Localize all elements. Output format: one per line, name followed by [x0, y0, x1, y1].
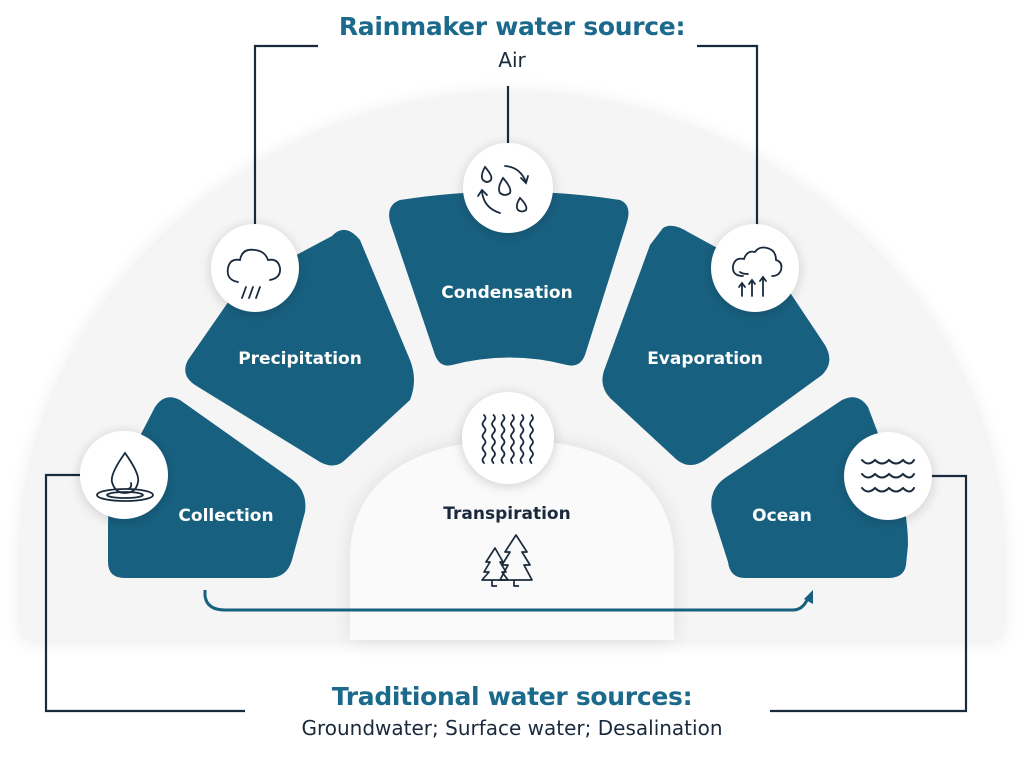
connector-line-collection	[44, 473, 245, 713]
rain-cloud-icon	[226, 248, 281, 299]
traditional-heading: Traditional water sources:	[331, 682, 693, 711]
droplets-cycle-icon	[477, 165, 529, 214]
icon-circle-transpiration	[462, 392, 554, 484]
label-condensation: Condensation	[441, 283, 573, 303]
label-evaporation: Evaporation	[647, 349, 763, 369]
label-transpiration: Transpiration	[443, 504, 571, 524]
icon-circle-collection	[80, 431, 168, 519]
panel-collection	[108, 397, 306, 578]
connector-line-precipitation	[253, 44, 318, 225]
rainmaker-source-value: Air	[498, 48, 526, 72]
panel-ocean	[711, 397, 908, 578]
panel-condensation	[389, 191, 629, 366]
vapor-line	[500, 414, 506, 464]
flow-arrowhead-icon	[804, 590, 813, 604]
connector-line-evaporation	[697, 44, 759, 225]
icon-circle-precipitation	[211, 224, 299, 312]
vapor-line	[529, 414, 534, 464]
label-collection: Collection	[178, 506, 274, 526]
wavy-vapor-lines-icon	[481, 414, 534, 464]
rainmaker-heading: Rainmaker water source:	[338, 12, 686, 41]
vapor-line	[491, 414, 496, 464]
trees-icon	[481, 534, 533, 587]
flow-arrow	[203, 590, 810, 612]
label-precipitation: Precipitation	[238, 349, 362, 369]
vapor-line	[481, 414, 487, 464]
icon-circle-ocean	[844, 432, 932, 520]
cloud-rising-arrows-icon	[732, 246, 783, 297]
icon-circle-condensation	[463, 143, 553, 233]
vapor-line	[510, 414, 515, 464]
traditional-sources-value: Groundwater; Surface water; Desalination	[301, 716, 723, 740]
label-ocean: Ocean	[752, 506, 812, 526]
icon-circle-evaporation	[711, 224, 799, 312]
waves-icon	[861, 458, 915, 493]
connector-line-ocean	[770, 474, 968, 713]
vapor-line	[519, 414, 525, 464]
water-drop-ripple-icon	[96, 451, 154, 502]
